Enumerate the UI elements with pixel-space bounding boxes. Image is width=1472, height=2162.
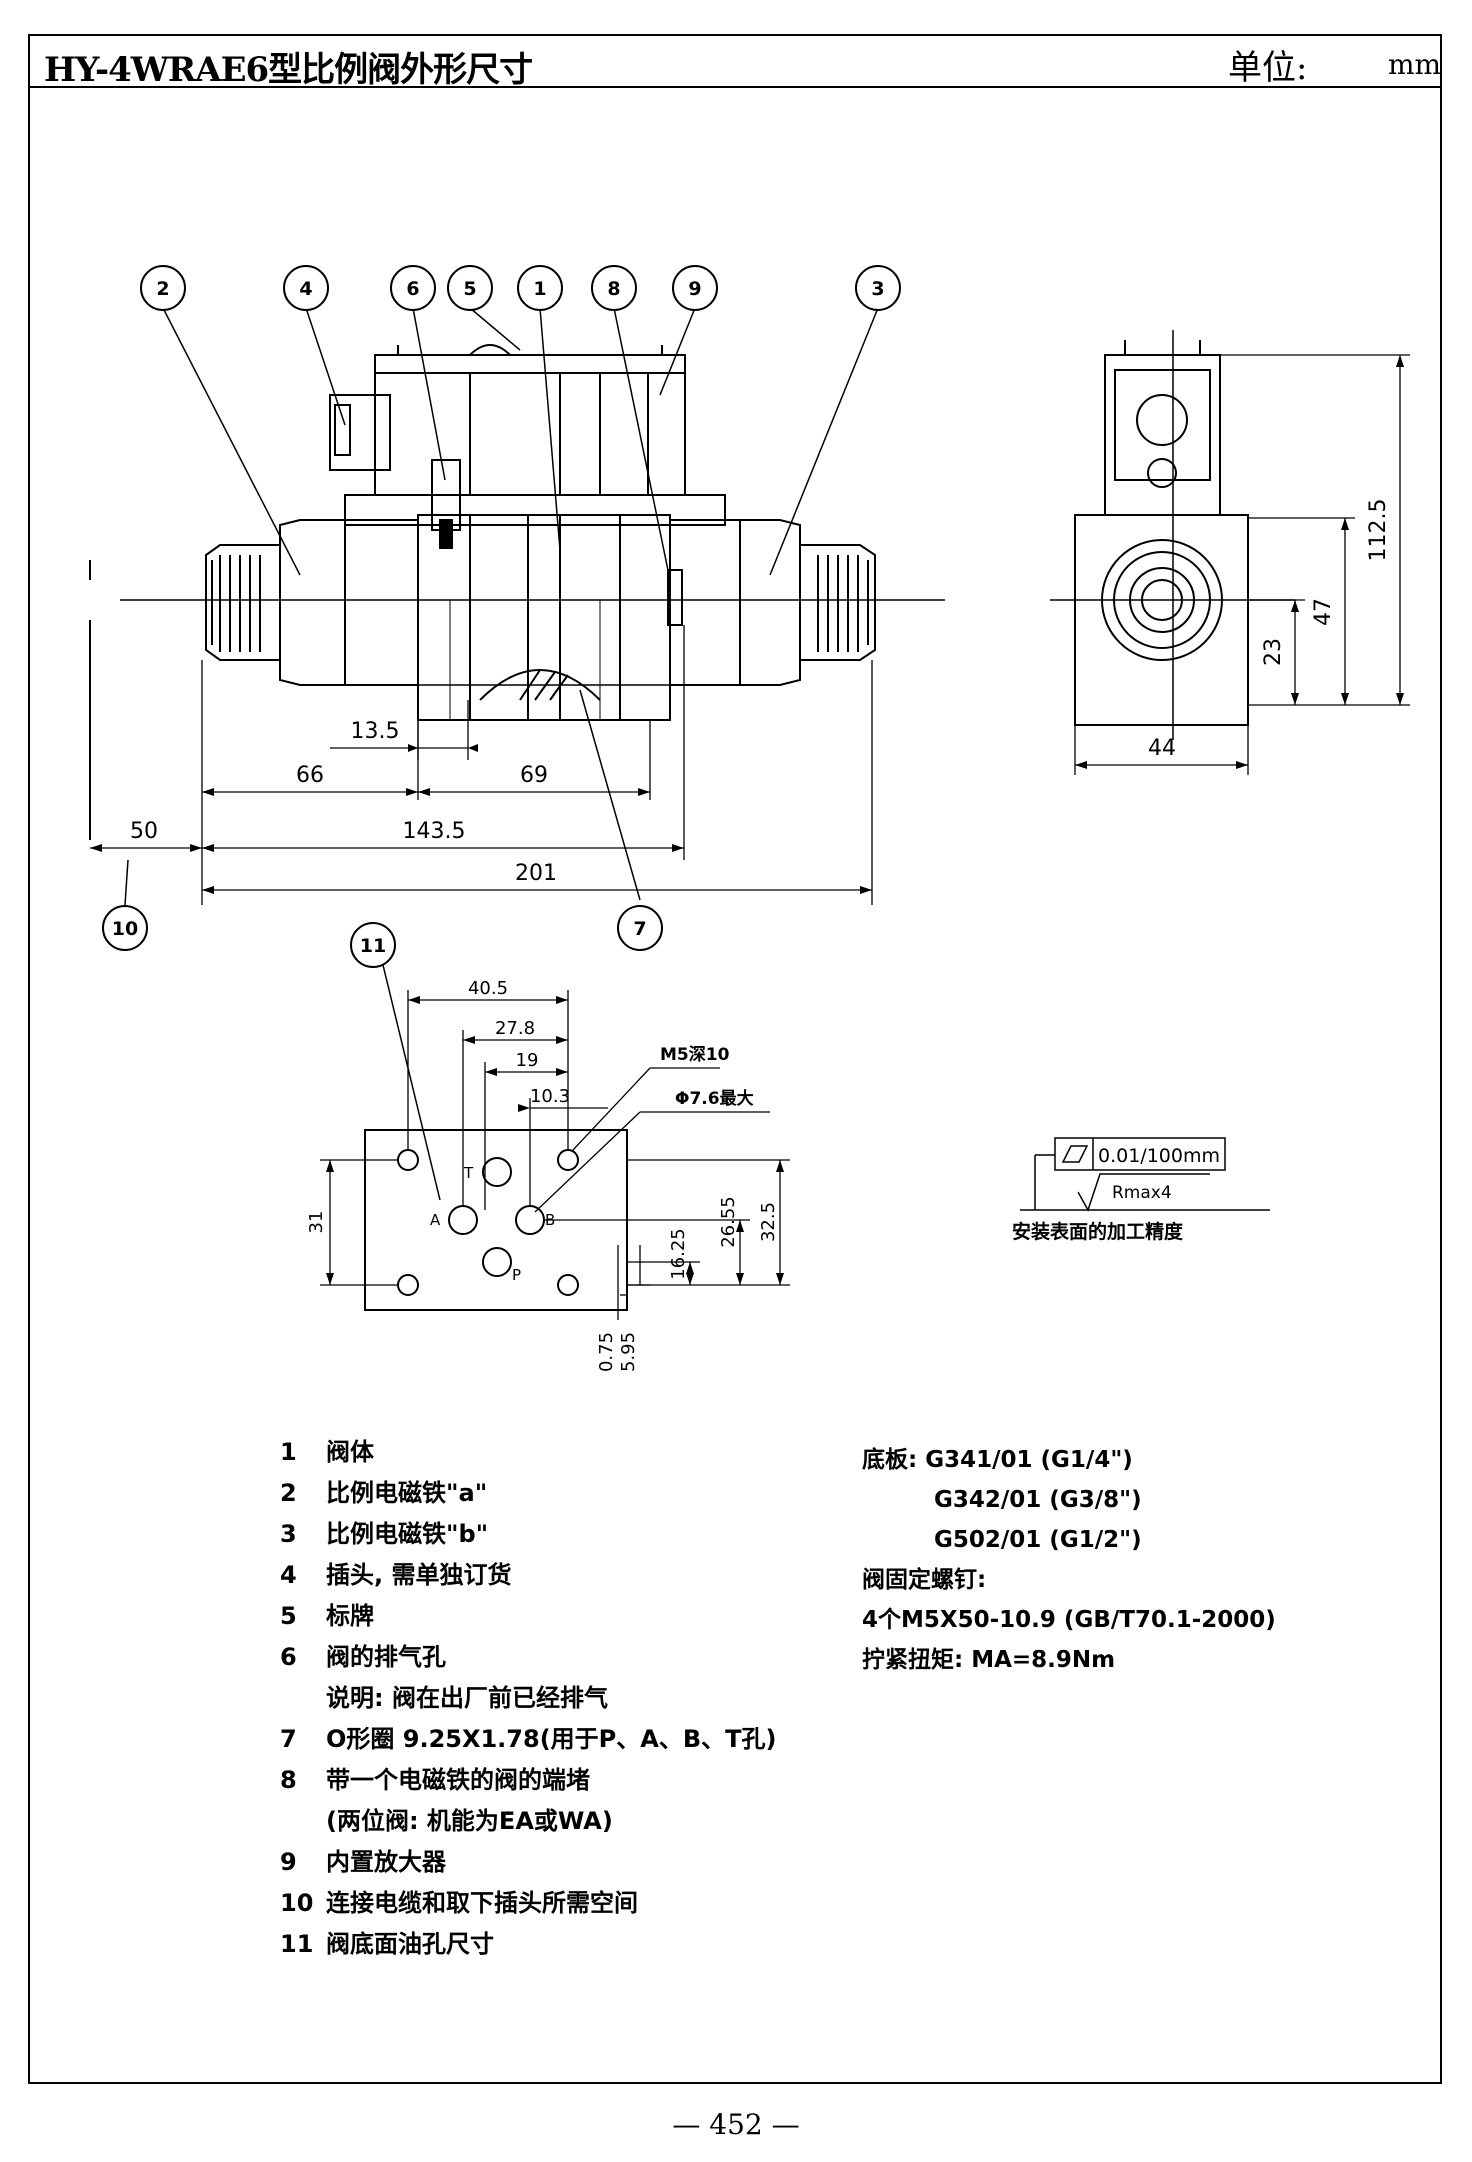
port-pattern-view [320, 990, 790, 1320]
dim-27-8: 27.8 [495, 1018, 535, 1039]
dim-23: 23 [1261, 638, 1286, 666]
dim-201: 201 [515, 861, 557, 886]
callout-1: 1 [533, 278, 546, 300]
callout-9: 9 [688, 278, 701, 300]
callout-7: 7 [633, 918, 646, 940]
mounting-notes: 底板: G341/01 (G1/4") G342/01 (G3/8") G502… [862, 1440, 1276, 1680]
unit-label: 单位: [1228, 48, 1308, 88]
dim-32-5: 32.5 [758, 1202, 779, 1242]
legend-item: 说明: 阀在出厂前已经排气 [326, 1684, 608, 1712]
surface-spec-caption: 安装表面的加工精度 [1012, 1220, 1184, 1243]
dim-10-3: 10.3 [530, 1086, 570, 1107]
subplate-line: 底板: G341/01 (G1/4") [862, 1447, 1133, 1473]
callout-4: 4 [299, 278, 312, 300]
dim-26-55: 26.55 [718, 1196, 739, 1248]
dim-16-25: 16.25 [668, 1228, 689, 1280]
page-number: — 452 — [672, 2108, 800, 2141]
surface-spec-symbol [1020, 1137, 1270, 1212]
dim-50: 50 [130, 819, 158, 844]
front-view [89, 344, 945, 905]
dim-0-75: 0.75 [596, 1332, 617, 1372]
dim-19: 19 [516, 1050, 539, 1071]
callout-3: 3 [871, 278, 884, 300]
unit-value: mm [1388, 48, 1442, 81]
dim-47: 47 [1311, 598, 1336, 626]
dim-69: 69 [520, 763, 548, 788]
torque-spec: 拧紧扭矩: MA=8.9Nm [862, 1647, 1116, 1673]
port-label-b: B [545, 1211, 555, 1229]
port-label-t: T [463, 1164, 474, 1182]
callout-leaders [124, 307, 879, 1201]
callout-2: 2 [156, 278, 169, 300]
subplate-line: G342/01 (G3/8") [934, 1487, 1142, 1513]
callout-8: 8 [607, 278, 620, 300]
thread-note: M5深10 [660, 1044, 730, 1065]
callout-11: 11 [360, 935, 386, 957]
dim-40-5: 40.5 [468, 978, 508, 999]
bore-note: Φ7.6最大 [675, 1088, 754, 1109]
page-title: HY-4WRAE6型比例阀外形尺寸 [44, 50, 533, 90]
dim-112-5: 112.5 [1366, 499, 1391, 562]
dim-31: 31 [306, 1211, 327, 1234]
page-frame [28, 34, 1442, 2084]
legend-item: (两位阀: 机能为EA或WA) [326, 1807, 613, 1835]
callout-10: 10 [112, 918, 138, 940]
dim-13-5: 13.5 [351, 719, 400, 744]
callout-circles [102, 265, 901, 968]
dim-44: 44 [1148, 736, 1176, 761]
subplate-line: G502/01 (G1/2") [934, 1527, 1142, 1553]
screws-title: 阀固定螺钉: [862, 1567, 987, 1593]
callout-6: 6 [406, 278, 419, 300]
roughness-value: Rmax4 [1112, 1183, 1172, 1203]
port-label-a: A [430, 1211, 441, 1229]
header-divider [28, 86, 1442, 88]
side-view [1050, 330, 1410, 775]
screws-spec: 4个M5X50-10.9 (GB/T70.1-2000) [862, 1607, 1276, 1633]
callout-5: 5 [463, 278, 476, 300]
dim-5-95: 5.95 [618, 1332, 639, 1372]
flatness-value: 0.01/100mm [1098, 1145, 1220, 1167]
dim-143-5: 143.5 [403, 819, 466, 844]
port-label-p: P [512, 1266, 521, 1284]
dim-66: 66 [296, 763, 324, 788]
